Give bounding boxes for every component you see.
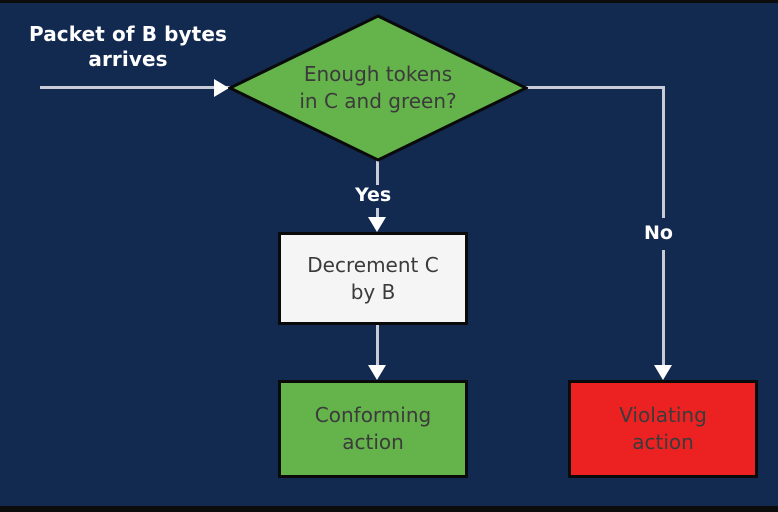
edge-label-yes: Yes [355, 184, 392, 206]
process-line1: Decrement C [307, 252, 439, 277]
terminal-node-conforming-action[interactable]: Conforming action [278, 380, 468, 478]
arrowhead-entry-icon [214, 79, 229, 97]
connector-no-vertical-lower [662, 250, 665, 367]
arrowhead-yes-icon [368, 217, 386, 232]
arrowhead-conforming-icon [368, 365, 386, 380]
connector-no-vertical-upper [662, 86, 665, 218]
decision-node-enough-tokens[interactable]: Enough tokens in C and green? [228, 14, 528, 162]
connector-no-horizontal [524, 86, 665, 89]
connector-entry [40, 86, 230, 89]
connector-yes-upper [376, 159, 379, 185]
entry-label-line2: arrives [88, 47, 168, 71]
entry-label-line1: Packet of B bytes [28, 22, 228, 46]
connector-process-to-conforming [376, 325, 379, 367]
arrowhead-violating-icon [654, 365, 672, 380]
conforming-line1: Conforming [314, 403, 432, 427]
entry-label: Packet of B bytes arrives [28, 22, 228, 72]
conforming-line2: action [342, 430, 404, 454]
edge-label-no: No [644, 222, 673, 244]
terminal-node-violating-action[interactable]: Violating action [568, 380, 758, 478]
process-node-decrement-c[interactable]: Decrement C by B [278, 232, 468, 325]
violating-line1: Violating [619, 403, 707, 427]
violating-line2: action [632, 430, 694, 454]
process-line2: by B [350, 279, 396, 304]
connector-yes-lower [376, 208, 379, 220]
